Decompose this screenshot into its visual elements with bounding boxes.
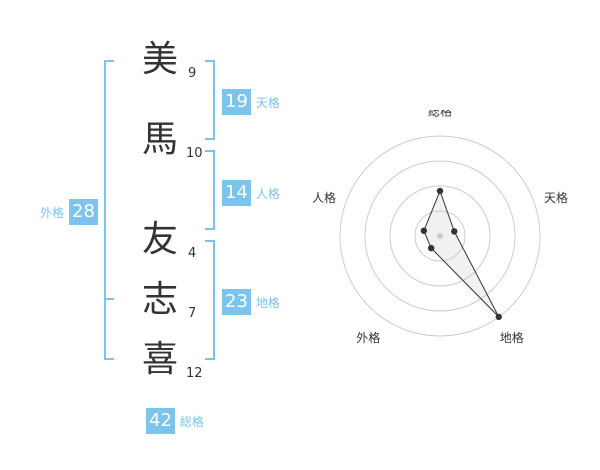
stroke-count-3: 4 [188,246,197,261]
jinkaku-value: 14 [222,180,251,206]
stroke-count-1: 9 [188,66,197,81]
radar-axis-label-5: 人格 [312,190,336,205]
tenkaku-label: 天格 [255,95,280,110]
chikaku-badge: 23 地格 [222,289,280,315]
radar-axis-label-1: 総格 [428,110,452,119]
radar-axis-label-3: 地格 [500,330,524,345]
soukaku-badge: 42 総格 [146,408,204,434]
jinkaku-bracket [205,150,215,230]
gaikaku-bracket-lower [104,298,114,360]
radar-ring [339,135,541,337]
name-char-2: 馬 [142,119,179,160]
soukaku-value: 42 [146,408,175,434]
jinkaku-label: 人格 [255,186,280,201]
tenkaku-bracket [205,60,215,140]
gaikaku-badge: 外格 28 [40,199,98,225]
gaikaku-label: 外格 [40,205,65,220]
radar-point-4 [427,244,435,252]
radar-point-1 [436,187,444,195]
radar-point-5 [420,227,428,234]
radar-point-2 [451,228,458,235]
name-char-4: 志 [142,279,179,320]
chikaku-bracket [205,240,215,360]
chikaku-label: 地格 [255,295,280,310]
radar-point-3 [495,313,502,321]
name-char-1: 美 [142,39,179,80]
soukaku-label: 総格 [179,414,204,429]
gaikaku-value: 28 [69,199,98,225]
name-char-5: 喜 [142,339,179,380]
tenkaku-value: 19 [222,89,251,115]
tenkaku-badge: 19 天格 [222,89,280,115]
stroke-count-5: 12 [186,366,203,381]
radar-ring [389,185,491,287]
radar-axis-label-4: 外格 [356,330,380,345]
radar-series [423,189,500,318]
radar-axis-label-2: 天格 [544,190,568,205]
radar-ring [364,160,516,312]
radar-center [437,233,443,239]
stroke-count-4: 7 [188,306,197,321]
jinkaku-badge: 14 人格 [222,180,280,206]
chikaku-value: 23 [222,289,251,315]
gaikaku-bracket-upper [104,60,114,300]
stroke-count-2: 10 [186,146,203,161]
name-char-3: 友 [142,219,179,260]
radar-ring [414,210,466,262]
